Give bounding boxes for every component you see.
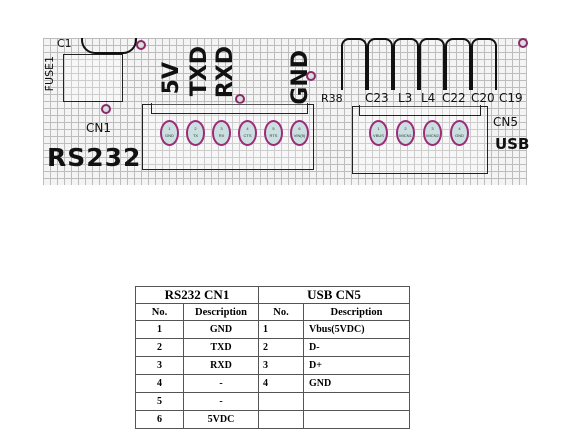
cn1-connector-tab [151, 103, 308, 114]
rs232-desc-cell: GND [183, 320, 259, 339]
l4-label: L4 [421, 91, 436, 105]
rs232-desc-cell: 5VDC [183, 410, 259, 429]
c1-label: C1 [57, 37, 72, 50]
c19-outline [471, 38, 497, 90]
l3-outline [367, 38, 393, 90]
usb-desc-cell: Vbus(5VDC) [303, 320, 410, 339]
usb-no-cell [258, 410, 304, 429]
table-row: 3 RXD 3 D+ [135, 356, 410, 375]
rs232-no-cell: 2 [135, 338, 184, 357]
usb-no-cell: 2 [258, 338, 304, 357]
rs232-desc-header: Description [183, 303, 259, 321]
usb-desc-cell [303, 410, 410, 429]
via [235, 94, 245, 104]
table-row: 6 5VDC [135, 410, 410, 429]
usb-cn5-header: USB CN5 [258, 286, 410, 304]
c22-label: C22 [442, 91, 466, 105]
table-row: 4 - 4 GND [135, 374, 410, 393]
via [518, 38, 528, 48]
rs232-no-cell: 1 [135, 320, 184, 339]
rs232-label: RS232 [47, 143, 142, 172]
usb-label: USB [495, 135, 530, 153]
via [306, 71, 316, 81]
usb-desc-cell [303, 392, 410, 411]
c19-label: C19 [499, 91, 523, 105]
rs232-desc-cell: - [183, 392, 259, 411]
c23-label: C23 [365, 91, 389, 105]
usb-desc-header: Description [303, 303, 410, 321]
rs232-no-header: No. [135, 303, 184, 321]
c20-label: C20 [471, 91, 495, 105]
usb-no-cell: 1 [258, 320, 304, 339]
fuse1-outline [63, 54, 123, 102]
usb-no-cell: 4 [258, 374, 304, 393]
usb-no-cell: 3 [258, 356, 304, 375]
rs232-desc-cell: RXD [183, 356, 259, 375]
usb-no-cell [258, 392, 304, 411]
usb-desc-cell: D+ [303, 356, 410, 375]
via [136, 40, 146, 50]
rs232-no-cell: 3 [135, 356, 184, 375]
table-row: 5 - [135, 392, 410, 411]
c23-outline [341, 38, 367, 90]
rs232-desc-cell: TXD [183, 338, 259, 357]
c20-outline [445, 38, 471, 90]
cn5-label: CN5 [493, 115, 518, 129]
via [101, 104, 111, 114]
rs232-no-cell: 5 [135, 392, 184, 411]
rs232-no-cell: 4 [135, 374, 184, 393]
usb-no-header: No. [258, 303, 304, 321]
c1-outline [81, 38, 137, 54]
table-row: 2 TXD 2 D- [135, 338, 410, 357]
r38-label: R38 [321, 92, 343, 105]
usb-desc-cell: D- [303, 338, 410, 357]
fuse1-label: FUSE1 [43, 56, 56, 92]
rxd-label: RXD [213, 46, 238, 99]
l3-label: L3 [398, 91, 413, 105]
cn5-connector-tab [359, 105, 481, 116]
5v-label: 5V [159, 62, 184, 95]
table-row: 1 GND 1 Vbus(5VDC) [135, 320, 410, 339]
txd-label: TXD [187, 46, 212, 97]
usb-desc-cell: GND [303, 374, 410, 393]
l4-outline [393, 38, 419, 90]
rs232-no-cell: 6 [135, 410, 184, 429]
c22-outline [419, 38, 445, 90]
rs232-cn1-header: RS232 CN1 [135, 286, 259, 304]
pin-description-table: RS232 CN1 USB CN5 No. Description No. De… [135, 286, 410, 429]
cn1-label: CN1 [86, 121, 111, 135]
rs232-desc-cell: - [183, 374, 259, 393]
